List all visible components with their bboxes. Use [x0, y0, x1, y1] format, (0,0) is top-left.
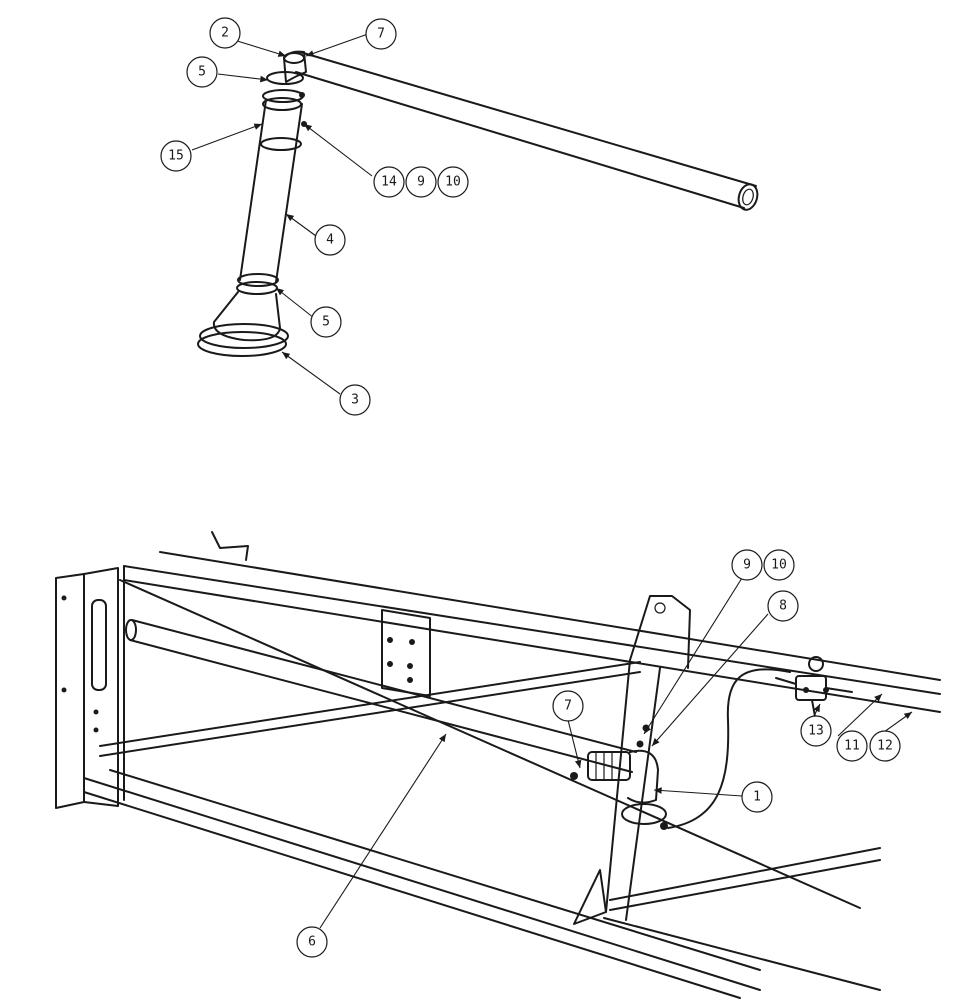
callout-bubble: 15 — [160, 140, 192, 172]
elbow-fitting — [283, 50, 307, 83]
callout-bubble: 4 — [314, 224, 346, 256]
callout-circle — [373, 166, 405, 198]
callout-label: 7 — [564, 699, 572, 714]
callout-circle — [869, 730, 901, 762]
callout-bubble: 13 — [800, 715, 832, 747]
callout-circle — [186, 56, 218, 88]
callout-circle — [310, 306, 342, 338]
valve-assembly — [775, 656, 853, 723]
callout-bubble: 1 — [741, 781, 773, 813]
callout-label: 11 — [844, 739, 860, 754]
callout-label: 1 — [753, 790, 761, 805]
callout-circle — [405, 166, 437, 198]
callout-circle — [437, 166, 469, 198]
callout-bubble: 8 — [767, 590, 799, 622]
callout-bubble: 14 — [373, 166, 405, 198]
callout-circle — [160, 140, 192, 172]
callout-bubble: 5 — [310, 306, 342, 338]
callout-bubble: 7 — [365, 18, 397, 50]
callout-label: 5 — [198, 65, 206, 80]
callout-bubble: 3 — [339, 384, 371, 416]
vertical-tube — [239, 99, 303, 283]
callout-label: 10 — [771, 558, 787, 573]
callout-circle — [767, 590, 799, 622]
callout-label: 12 — [877, 739, 893, 754]
callout-label: 9 — [743, 558, 751, 573]
callout-circle — [209, 17, 241, 49]
horizontal-tube — [295, 51, 759, 211]
left-end-plate — [55, 567, 119, 809]
callout-bubble: 5 — [186, 56, 218, 88]
gusset-plate — [381, 609, 431, 697]
callout-bubble: 6 — [296, 926, 328, 958]
callout-label: 15 — [168, 149, 184, 164]
callout-circle — [731, 549, 763, 581]
callout-bubble: 12 — [869, 730, 901, 762]
callout-circle — [314, 224, 346, 256]
leader-lines — [191, 33, 913, 929]
callout-label: 6 — [308, 935, 316, 950]
long-tube — [125, 619, 637, 773]
callout-label: 7 — [377, 27, 385, 42]
callout-circle — [800, 715, 832, 747]
frame-lower-rails — [83, 579, 881, 999]
callout-label: 2 — [221, 26, 229, 41]
callout-circle — [552, 690, 584, 722]
callout-bubble: 2 — [209, 17, 241, 49]
callout-label: 13 — [808, 724, 824, 739]
callout-label: 10 — [445, 175, 461, 190]
nozzle-cone — [197, 291, 289, 357]
callout-bubble: 11 — [836, 730, 868, 762]
callout-bubble: 9 — [731, 549, 763, 581]
callout-circle — [763, 549, 795, 581]
callout-bubble: 7 — [552, 690, 584, 722]
callout-label: 4 — [326, 233, 334, 248]
callout-bubble: 9 — [405, 166, 437, 198]
callout-label: 14 — [381, 175, 397, 190]
callout-circle — [365, 18, 397, 50]
callout-bubble: 10 — [437, 166, 469, 198]
lower-clamp — [236, 273, 279, 295]
callout-label: 8 — [779, 599, 787, 614]
vertical-post — [573, 595, 691, 925]
callout-label: 3 — [351, 393, 359, 408]
callout-bubble: 10 — [763, 549, 795, 581]
callouts: 2 7 5 15 14 9 10 4 5 3 9 10 8 7 13 11 12 1 6 — [160, 17, 901, 958]
bottom-assembly — [55, 531, 941, 999]
top-assembly — [197, 50, 759, 357]
callout-circle — [741, 781, 773, 813]
callout-circle — [339, 384, 371, 416]
callout-circle — [296, 926, 328, 958]
hose — [667, 668, 791, 829]
frame-top-rails — [123, 531, 941, 801]
callout-label: 9 — [417, 175, 425, 190]
callout-label: 5 — [322, 315, 330, 330]
elbow-clamp-assembly — [570, 724, 668, 830]
callout-circle — [836, 730, 868, 762]
